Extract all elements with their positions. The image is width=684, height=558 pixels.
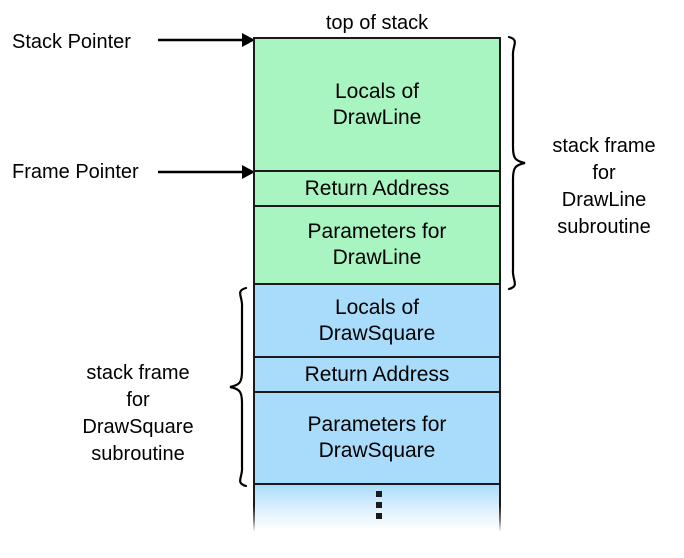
stack-cell-params-drawsquare-line2: DrawSquare	[318, 439, 436, 462]
stack-cell-locals-drawline-line2: DrawLine	[332, 105, 422, 129]
stack-cell-params-drawline-line1: Parameters for	[307, 220, 447, 243]
stack-cell-params-drawline: Parameters for DrawLine	[253, 207, 501, 285]
stack-cell-params-drawline-line2: DrawLine	[332, 246, 422, 269]
stack-cell-locals-drawsquare-line2: DrawSquare	[318, 321, 436, 345]
stack-cell-params-drawsquare: Parameters for DrawSquare	[253, 393, 501, 485]
frame-pointer-arrow-icon	[158, 165, 255, 179]
stack-cell-return-address-drawsquare: Return Address	[253, 358, 501, 393]
drawsquare-frame-brace	[229, 286, 248, 488]
stack-cell-return-address-drawsquare-line1: Return Address	[304, 362, 450, 386]
drawsquare-frame-caption-line1: stack frame	[86, 362, 190, 384]
stack-cell-return-address-drawline-line1: Return Address	[304, 176, 450, 200]
drawsquare-frame-caption-line4: subroutine	[91, 443, 185, 465]
drawline-frame-caption-line2: for	[592, 162, 616, 184]
stack-cell-params-drawsquare-line1: Parameters for	[307, 413, 447, 436]
stack-cell-continuation	[253, 485, 501, 531]
vertical-ellipsis-icon	[255, 491, 503, 524]
stack-cell-locals-drawline: Locals of DrawLine	[253, 37, 501, 172]
top-of-stack-caption: top of stack	[325, 12, 429, 34]
stack-cell-locals-drawsquare-line1: Locals of	[334, 295, 420, 319]
stack-cell-locals-drawsquare: Locals of DrawSquare	[253, 285, 501, 358]
drawsquare-frame-caption: stack frame for DrawSquare subroutine	[56, 333, 220, 468]
stack-cell-locals-drawline-line1: Locals of	[334, 79, 420, 103]
frame-pointer-label: Frame Pointer	[12, 161, 139, 183]
drawline-frame-brace	[507, 35, 526, 291]
drawsquare-frame-caption-line2: for	[126, 389, 150, 411]
drawline-frame-caption-line1: stack frame	[552, 135, 656, 157]
stack-cell-return-address-drawline: Return Address	[253, 172, 501, 207]
stack-pointer-label: Stack Pointer	[12, 31, 131, 53]
drawsquare-frame-caption-line3: DrawSquare	[82, 416, 194, 438]
drawline-frame-caption-line3: DrawLine	[561, 189, 647, 211]
stack-pointer-arrow-icon	[158, 33, 255, 47]
stack-column: Locals of DrawLine Return Address Parame…	[253, 37, 501, 531]
drawline-frame-caption: stack frame for DrawLine subroutine	[528, 106, 680, 241]
drawline-frame-caption-line4: subroutine	[557, 216, 651, 238]
